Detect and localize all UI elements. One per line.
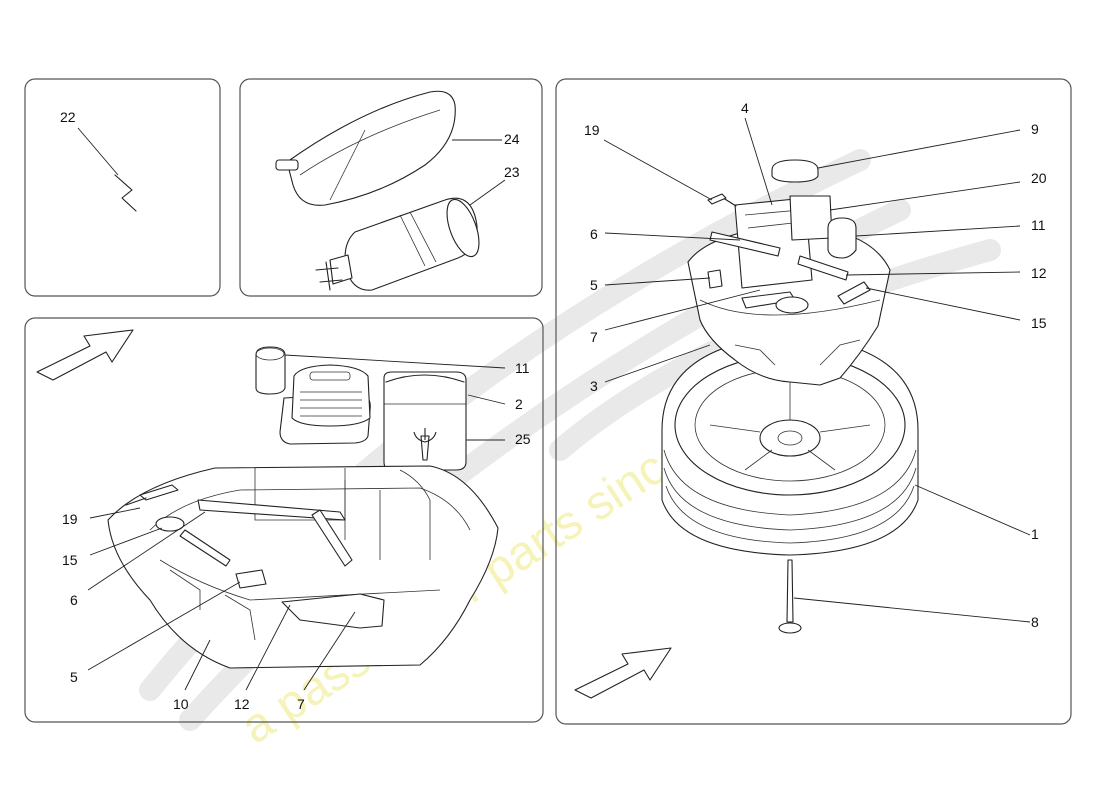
callout-labels: 22 24 23 11 2 25 19 15 6 5 10 12 7 19 4 … — [60, 100, 1047, 712]
leader-23 — [469, 179, 506, 206]
panel-bag-bottle — [239, 78, 543, 297]
direction-arrow-icon — [36, 329, 134, 381]
callout-24: 24 — [504, 131, 520, 147]
direction-arrow-icon — [574, 647, 672, 699]
callout-9: 9 — [1031, 121, 1039, 137]
callout-7: 7 — [590, 329, 598, 345]
panel-key — [24, 78, 221, 297]
panel-tray-kit — [24, 317, 544, 723]
callout-6: 6 — [70, 592, 78, 608]
leader-6b — [604, 232, 741, 241]
callout-7: 7 — [297, 696, 305, 712]
callout-8: 8 — [1031, 614, 1039, 630]
leader-20 — [829, 181, 1021, 211]
callout-12: 12 — [234, 696, 250, 712]
callout-19: 19 — [584, 122, 600, 138]
sealant-bottle — [315, 197, 480, 291]
kit-items — [707, 159, 871, 314]
callout-15: 15 — [1031, 315, 1047, 331]
tool-bag — [275, 90, 456, 206]
leader-11a — [284, 354, 506, 369]
leader-5b — [604, 277, 711, 286]
leader-2 — [467, 394, 506, 405]
callout-15: 15 — [62, 552, 78, 568]
leader-7b — [604, 289, 761, 331]
callout-1: 1 — [1031, 526, 1039, 542]
callout-6: 6 — [590, 226, 598, 242]
leader-19b — [603, 139, 713, 201]
callout-4: 4 — [741, 100, 749, 116]
callout-11: 11 — [1031, 217, 1046, 233]
callout-2: 2 — [515, 396, 523, 412]
leader-15b — [865, 287, 1021, 321]
leader-5a — [87, 581, 241, 671]
callout-25: 25 — [515, 431, 531, 447]
leader-9 — [817, 129, 1021, 169]
trident-logo-icon — [413, 428, 437, 461]
leader-1 — [914, 484, 1031, 536]
leader-4 — [744, 117, 773, 206]
callout-5: 5 — [70, 669, 78, 685]
leader-11b — [855, 225, 1021, 237]
callout-22: 22 — [60, 109, 76, 125]
panel-spare-wheel — [555, 78, 1072, 725]
wheel-bolt-key — [114, 174, 137, 212]
callout-23: 23 — [504, 164, 520, 180]
leader-10 — [184, 639, 211, 691]
leader-19a — [89, 507, 141, 519]
leader-8 — [793, 597, 1031, 623]
leader-3 — [604, 344, 711, 383]
carry-case — [383, 371, 467, 471]
leader-15a — [89, 527, 163, 556]
tool-tray — [107, 465, 499, 669]
callout-10: 10 — [173, 696, 189, 712]
callout-20: 20 — [1031, 170, 1047, 186]
compressor — [255, 346, 371, 445]
callout-5: 5 — [590, 277, 598, 293]
callout-3: 3 — [590, 378, 598, 394]
leader-22 — [77, 127, 119, 176]
leader-6a — [87, 511, 206, 591]
leader-7a — [303, 611, 356, 691]
callout-12: 12 — [1031, 265, 1047, 281]
leader-12b — [845, 271, 1021, 276]
spare-wheel — [661, 334, 919, 634]
leader-12a — [245, 604, 291, 691]
callout-11: 11 — [515, 360, 530, 376]
callout-19: 19 — [62, 511, 78, 527]
